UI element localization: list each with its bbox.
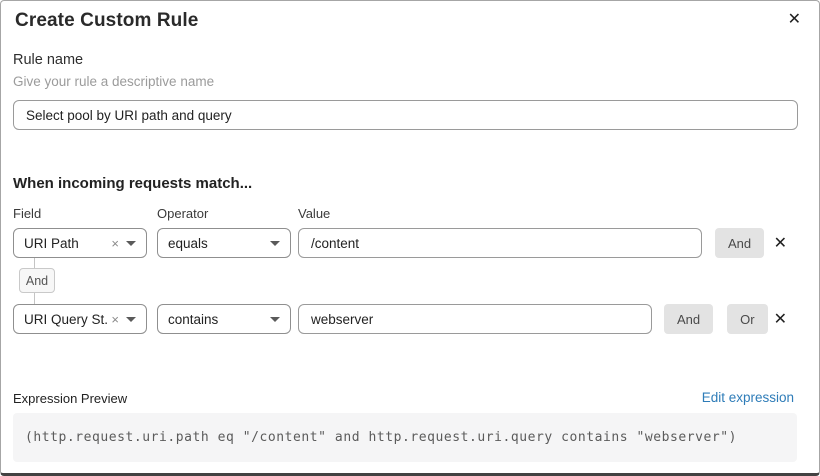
- chevron-down-icon: [270, 316, 280, 322]
- field-column-label: Field: [13, 206, 42, 221]
- operator-column-label: Operator: [157, 206, 209, 221]
- dialog-title: Create Custom Rule: [15, 10, 199, 31]
- and-combinator-button[interactable]: And: [664, 304, 714, 334]
- value-column-label: Value: [298, 206, 331, 221]
- rule-name-label: Rule name: [13, 52, 84, 68]
- or-combinator-button[interactable]: Or: [727, 304, 768, 334]
- field-select-value: URI Path: [24, 235, 79, 251]
- clear-icon[interactable]: ×: [111, 311, 119, 327]
- edit-expression-link[interactable]: Edit expression: [701, 390, 794, 405]
- condition-row: URI Query St... × contains And Or ✕: [13, 304, 791, 334]
- value-input[interactable]: [298, 228, 702, 258]
- clear-icon[interactable]: ×: [111, 235, 119, 251]
- operator-select-value: contains: [168, 311, 219, 327]
- rule-name-input[interactable]: [13, 100, 798, 130]
- and-connector-tag[interactable]: And: [19, 268, 55, 293]
- expression-code-block: (http.request.uri.path eq "/content" and…: [13, 413, 797, 462]
- delete-row-icon[interactable]: ✕: [770, 233, 791, 253]
- column-labels: Field Operator Value: [13, 206, 330, 221]
- operator-select-value: equals: [168, 235, 208, 251]
- chevron-down-icon: [126, 316, 136, 322]
- close-icon[interactable]: ✕: [784, 7, 805, 31]
- and-combinator-button[interactable]: And: [715, 228, 765, 258]
- value-input[interactable]: [298, 304, 652, 334]
- expression-preview-label: Expression Preview: [13, 391, 128, 406]
- operator-select[interactable]: equals: [157, 228, 291, 258]
- delete-row-icon[interactable]: ✕: [770, 309, 791, 329]
- expression-code-text: (http.request.uri.path eq "/content" and…: [25, 430, 738, 445]
- condition-row: URI Path × equals And ✕: [13, 228, 791, 258]
- operator-select[interactable]: contains: [157, 304, 291, 334]
- chevron-down-icon: [270, 240, 280, 246]
- field-select[interactable]: URI Path ×: [13, 228, 147, 258]
- rule-name-helper-text: Give your rule a descriptive name: [13, 74, 215, 89]
- field-select[interactable]: URI Query St... ×: [13, 304, 147, 334]
- field-select-value: URI Query St...: [24, 311, 108, 327]
- chevron-down-icon: [126, 240, 136, 246]
- match-section-heading: When incoming requests match...: [13, 175, 253, 192]
